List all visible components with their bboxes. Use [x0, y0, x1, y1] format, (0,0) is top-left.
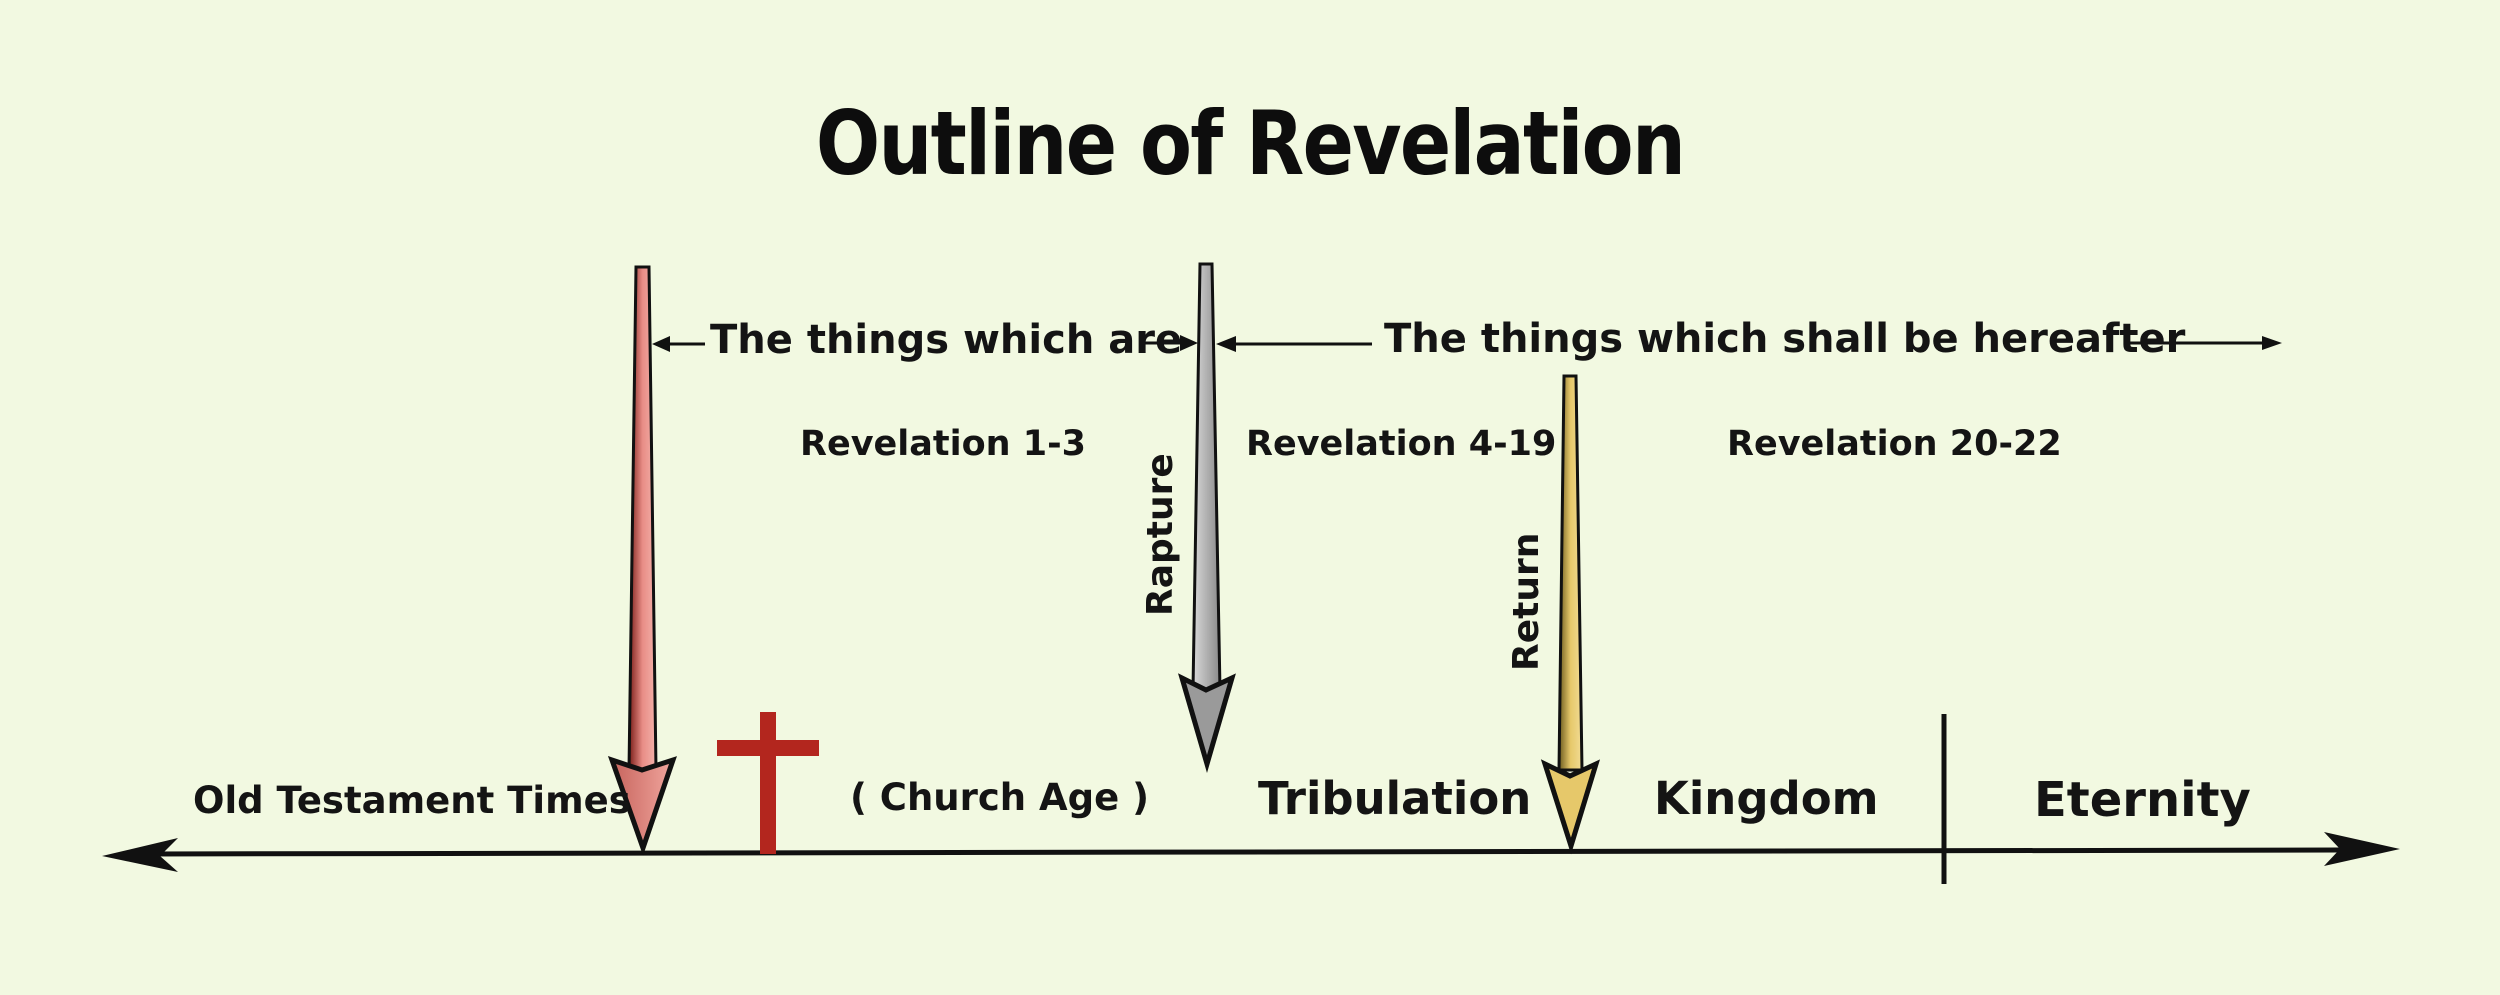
rapture-arrow-head	[1178, 673, 1236, 773]
era-label-kingdom: Kingdom	[1654, 772, 1879, 825]
cross-icon-horizontal	[717, 740, 819, 756]
first-coming-arrow-head	[607, 756, 677, 856]
event-label-rapture: Rapture	[1140, 453, 1181, 616]
era-label-church-age: ( Church Age )	[850, 776, 1150, 819]
cross-icon-vertical	[760, 712, 776, 854]
present-span-left-head	[652, 336, 670, 352]
event-label-return: Return	[1506, 532, 1547, 671]
page-title: Outline of Revelation	[815, 92, 1686, 195]
first-coming-arrow-shaft	[627, 265, 658, 772]
future-span-right-head	[2262, 336, 2282, 350]
timeline-right-arrowhead	[2324, 832, 2400, 866]
first-coming-arrow	[607, 265, 677, 856]
timeline-axis	[102, 832, 2400, 872]
return-arrow	[1540, 374, 1601, 855]
return-arrow-shaft	[1557, 374, 1584, 772]
timeline-left-arrowhead	[102, 838, 178, 872]
cross-icon	[717, 712, 819, 854]
reference-rev-4-19: Revelation 4-19	[1246, 424, 1557, 464]
timeline-line	[149, 847, 2341, 857]
reference-rev-1-3: Revelation 1-3	[800, 424, 1086, 464]
era-label-old-testament: Old Testament Times	[193, 779, 631, 822]
rapture-arrow-shaft	[1191, 262, 1222, 692]
rapture-arrow	[1178, 262, 1236, 773]
section-label-future: The things which shall be hereafter	[1384, 316, 2186, 362]
future-span-arrows	[1216, 336, 2282, 352]
present-span-arrows	[652, 335, 1198, 352]
reference-rev-20-22: Revelation 20-22	[1727, 424, 2062, 464]
section-label-present: The things which are	[710, 317, 1183, 363]
return-arrow-head	[1540, 759, 1601, 855]
future-span-left-head	[1216, 336, 1236, 352]
era-label-eternity: Eternity	[2034, 772, 2251, 828]
present-span-right-head	[1180, 335, 1198, 351]
era-label-tribulation: Tribulation	[1258, 772, 1532, 825]
